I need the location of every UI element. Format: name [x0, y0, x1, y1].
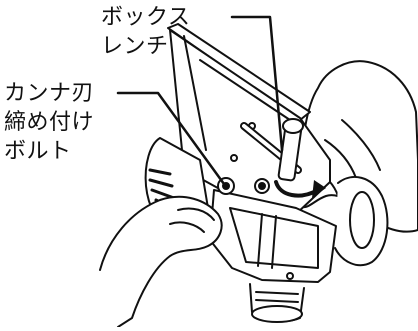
right-hand: [299, 60, 418, 233]
label-blade-bolt-line2: 締め付け: [4, 110, 95, 135]
left-hand-fingers: [169, 207, 215, 233]
label-box-wrench-line1: ボックス: [101, 5, 191, 30]
label-box-wrench: ボックス レンチ: [101, 3, 190, 61]
label-box-wrench-line2: レンチ: [101, 34, 169, 59]
tool-front-plate: [209, 189, 337, 283]
label-blade-bolt-line3: ボルト: [4, 139, 72, 164]
box-wrench: [240, 118, 304, 182]
label-blade-bolt-line1: カンナ刃: [4, 81, 95, 106]
blade-bolts: [217, 122, 270, 195]
left-hand: [99, 195, 223, 328]
label-blade-bolt: カンナ刃 締め付け ボルト: [4, 79, 94, 166]
leader-blade-bolt: [116, 91, 226, 186]
plate-screw: [286, 272, 294, 280]
leader-box-wrench: [230, 15, 284, 152]
motor-end: [349, 191, 375, 249]
left-grip-texture: [148, 168, 178, 212]
